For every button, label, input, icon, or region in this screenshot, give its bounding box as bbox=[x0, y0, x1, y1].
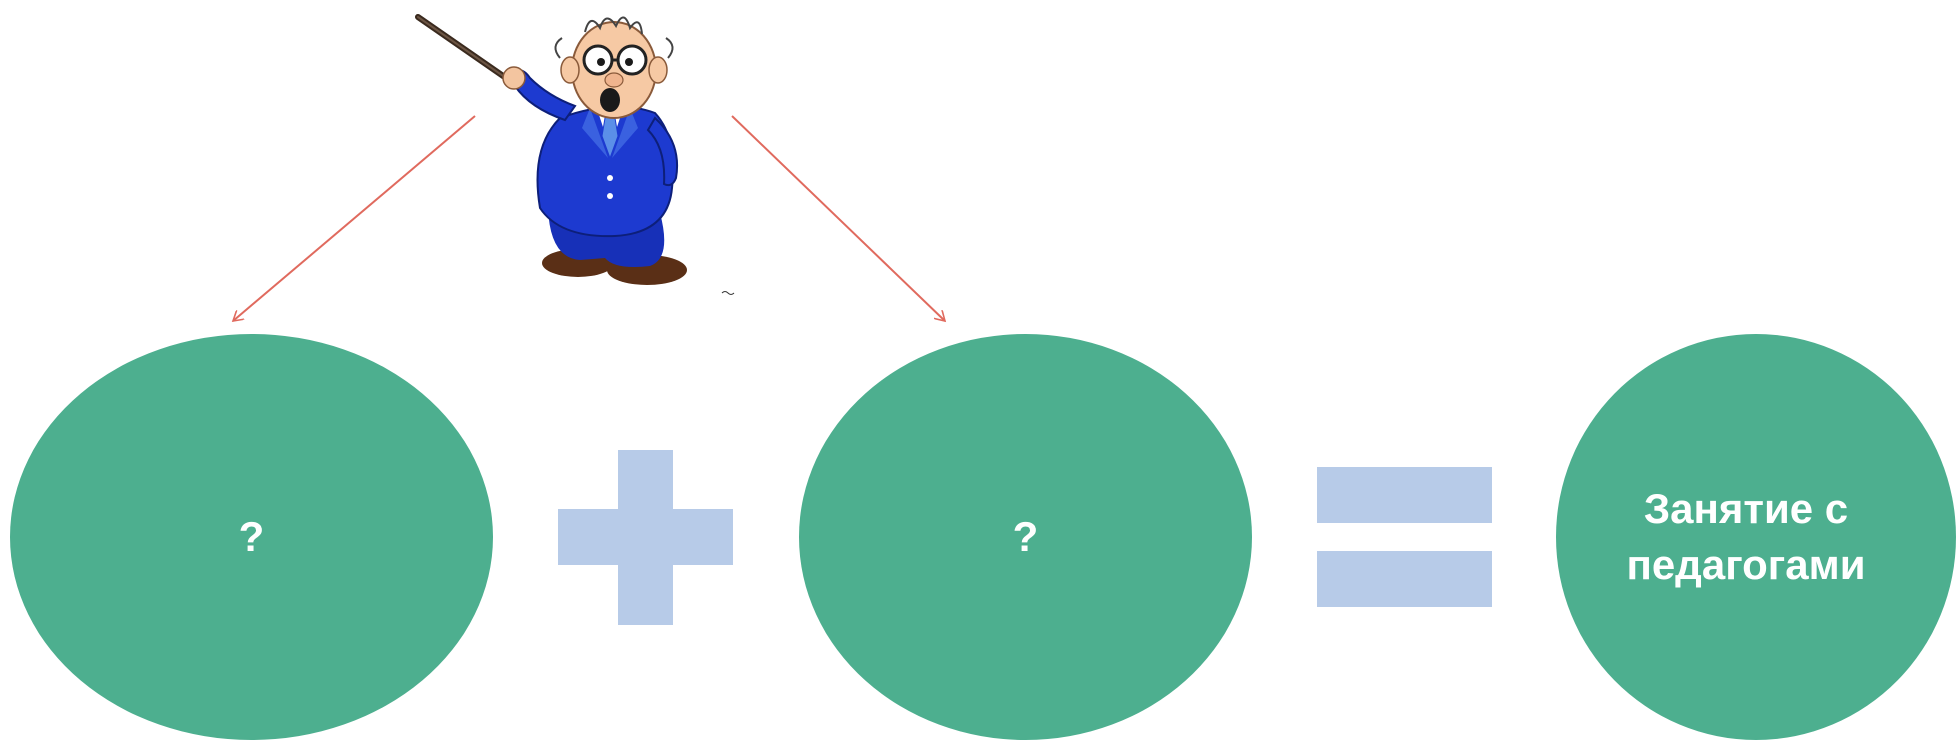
teacher-with-pointer-icon bbox=[415, 14, 735, 295]
arrow-to-left-circle bbox=[233, 115, 476, 321]
equals-sign-bottom-bar bbox=[1317, 551, 1492, 607]
right-circle-label: Занятие с педагогами bbox=[1626, 485, 1866, 588]
left-circle: ? bbox=[10, 334, 493, 740]
right-circle: Занятие с педагогами bbox=[1556, 334, 1956, 740]
middle-circle-label: ? bbox=[1012, 513, 1039, 560]
equals-sign-top-bar bbox=[1317, 467, 1492, 523]
plus-sign-horizontal-bar bbox=[558, 509, 733, 565]
middle-circle: ? bbox=[799, 334, 1252, 740]
left-circle-label: ? bbox=[238, 513, 265, 560]
arrow-to-middle-circle bbox=[731, 115, 945, 321]
